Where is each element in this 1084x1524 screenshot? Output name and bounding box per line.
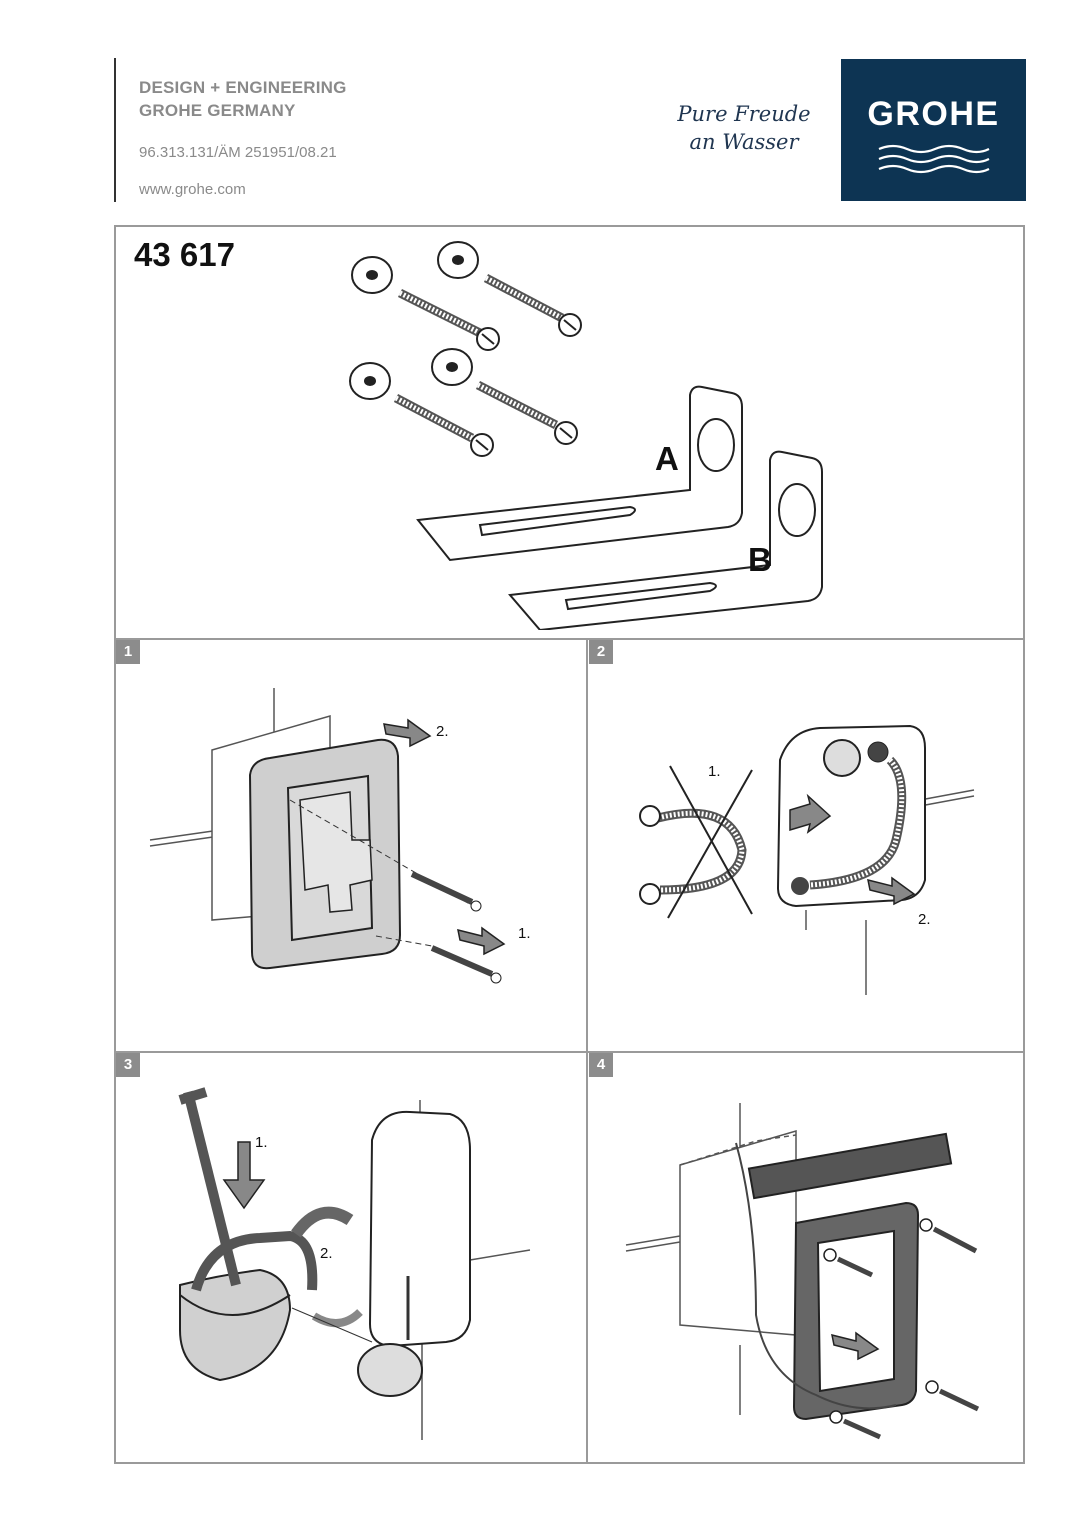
step-4-illustration [625, 1103, 980, 1440]
article-number: 43 617 [134, 236, 235, 273]
slogan-line-1: Pure Freude [677, 102, 811, 126]
step-1-callout-2: 2. [436, 723, 449, 740]
parts-illustration: A B [349, 241, 823, 630]
step-3-badge: 3 [116, 1053, 140, 1077]
brand-slogan: Pure Freude an Wasser [664, 100, 824, 156]
step-1-callout-1: 1. [518, 925, 531, 942]
row-divider-2 [114, 1051, 1025, 1053]
instruction-frame [114, 225, 1025, 1464]
header-line-2: GROHE GERMANY [139, 101, 296, 120]
bracket-b-label: B [748, 541, 772, 578]
step-2-badge: 2 [589, 640, 613, 664]
step-2-illustration: 1. 2. [639, 724, 975, 995]
step-1-illustration: 2. 1. [149, 688, 531, 984]
header-divider-line [114, 58, 116, 202]
header-line-1: DESIGN + ENGINEERING [139, 78, 347, 97]
column-divider [586, 638, 588, 1464]
step-2-callout-2: 2. [918, 911, 931, 928]
step-3-illustration: 1. 2. [178, 1087, 531, 1440]
website-link[interactable]: www.grohe.com [139, 181, 246, 198]
step-3-callout-1: 1. [255, 1134, 268, 1151]
step-1-badge: 1 [116, 640, 140, 664]
bracket-a-label: A [655, 440, 679, 477]
slogan-line-2: an Wasser [689, 130, 799, 154]
row-divider-1 [114, 638, 1025, 640]
grohe-logo: GROHE [841, 59, 1026, 201]
step-4-badge: 4 [589, 1053, 613, 1077]
document-number: 96.313.131/ÄM 251951/08.21 [139, 144, 337, 161]
logo-waves-icon [878, 144, 990, 174]
step-3-callout-2: 2. [320, 1245, 333, 1262]
step-2-callout-1: 1. [708, 763, 721, 780]
logo-wordmark: GROHE [867, 95, 1000, 133]
